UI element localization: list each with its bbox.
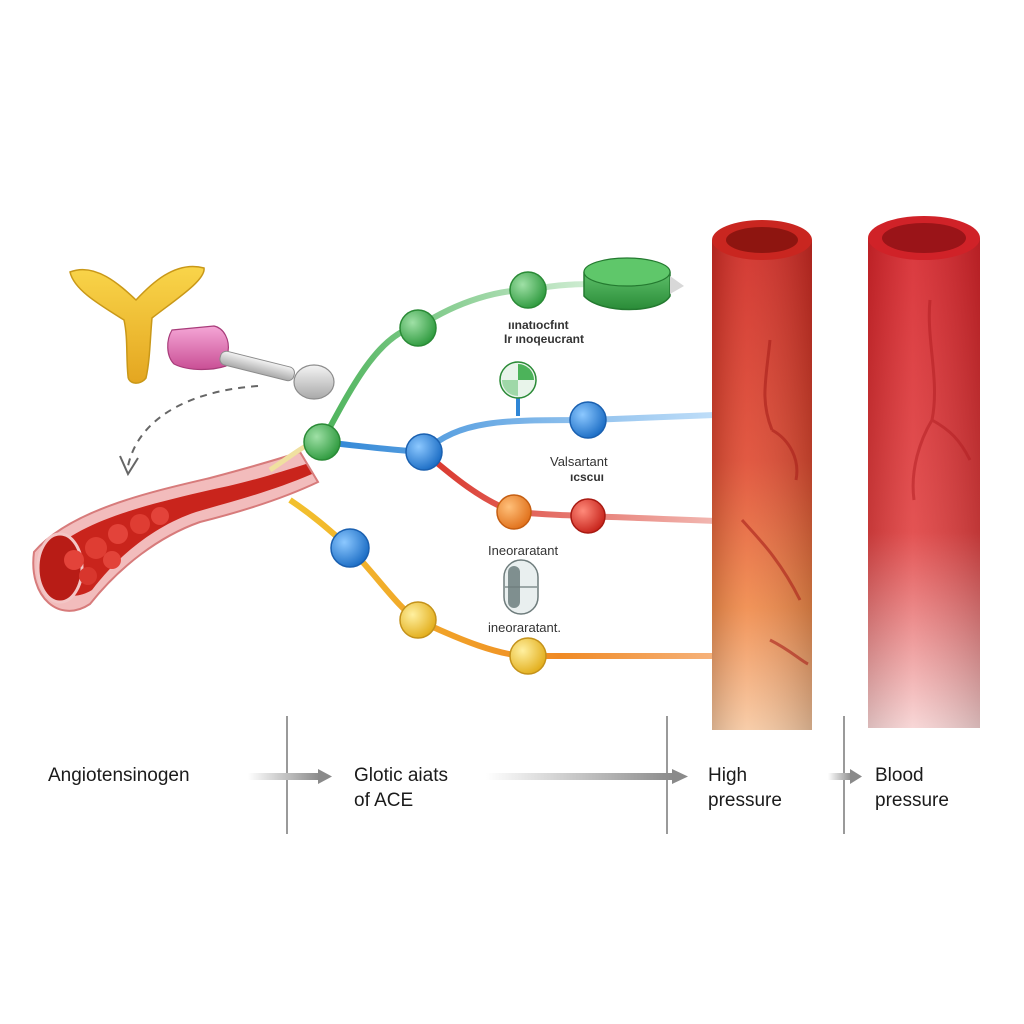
- green-disc-receptor-icon: [583, 257, 684, 311]
- stage-arrow-3: [828, 769, 862, 784]
- yellow-receptor-icon: [69, 265, 205, 384]
- node-yellow-1: [399, 601, 437, 639]
- stage-ace-line1: Glotic aiats: [354, 765, 448, 786]
- stage-high-line1: High: [708, 765, 748, 786]
- dashed-arrow: [127, 385, 259, 467]
- bottom-label: ineoraratant.: [488, 620, 561, 635]
- stage-blood-line1: Blood: [875, 765, 924, 786]
- node-blue-2: [569, 401, 607, 439]
- stage-angiotensinogen: Angiotensinogen: [48, 765, 190, 786]
- node-blue-1: [405, 433, 443, 471]
- inhibitor-molecule-icon: [167, 325, 335, 400]
- stage-high-line2: pressure: [708, 790, 782, 811]
- top-node-label-line2: Ir ınoqeucrant: [504, 332, 585, 346]
- node-yellow-2: [509, 637, 547, 675]
- node-orange-1: [496, 494, 532, 530]
- node-red-1: [570, 498, 606, 534]
- stage-blood-line2: pressure: [875, 790, 949, 811]
- mid-lower-label: Ineoraratant: [488, 543, 559, 558]
- stage-ace-line2: of ACE: [354, 790, 414, 811]
- node-blue-3: [330, 528, 370, 568]
- stage-arrow-1: [248, 769, 332, 784]
- node-green-2: [399, 309, 437, 347]
- valsartant-sublabel: ıcscuı: [570, 470, 605, 484]
- valsartant-label: Valsartant: [550, 454, 608, 469]
- node-green-1: [303, 423, 341, 461]
- node-green-3: [509, 271, 547, 309]
- dashed-arrow-head-icon: [119, 455, 139, 477]
- stage-arrow-2: [486, 769, 688, 784]
- pathway-nodes: [303, 271, 607, 675]
- artery-segment-icon: [32, 450, 320, 612]
- top-node-label-line1: ıınatıocfınt: [508, 318, 569, 332]
- high-pressure-vessel-icon: [712, 220, 812, 730]
- blood-pressure-vessel-icon: [868, 216, 980, 728]
- capsule-pill-icon: [503, 559, 539, 615]
